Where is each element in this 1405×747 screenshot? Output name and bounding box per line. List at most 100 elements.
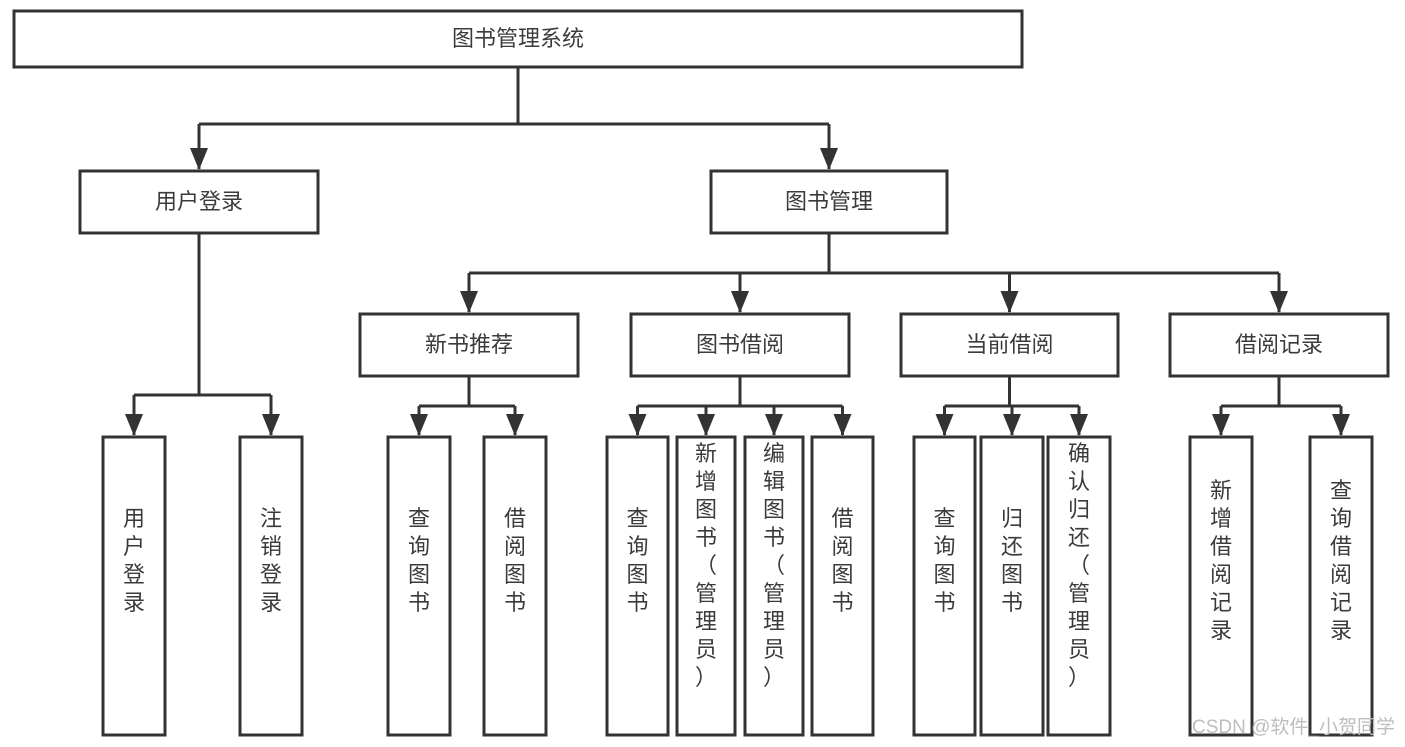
level3-box[interactable]: [629, 312, 851, 378]
leaf-label-char: 户: [123, 534, 145, 559]
leaf-node[interactable]: 用户登录: [101, 435, 167, 737]
level2-box[interactable]: [78, 169, 320, 235]
leaf-label-char: 书: [1001, 590, 1023, 615]
arrow-head-icon: [506, 414, 524, 436]
leaf-label-char: 录: [260, 590, 282, 615]
arrow-head-icon: [1332, 414, 1350, 436]
arrow-head-icon: [731, 291, 749, 313]
level2-node[interactable]: 图书管理: [709, 169, 949, 235]
leaf-label-char: 图: [626, 562, 648, 587]
leaf-label-char: （: [763, 553, 785, 578]
leaf-label-char: 确: [1068, 441, 1090, 466]
leaf-label-char: 书: [504, 590, 526, 615]
level3-node[interactable]: 图书借阅: [629, 312, 851, 378]
leaf-label-char: 用: [123, 506, 145, 531]
leaf-label-char: 借: [1330, 534, 1352, 559]
arrow-head-icon: [1003, 414, 1021, 436]
leaf-label-char: ）: [695, 665, 717, 690]
leaf-label-char: 员: [695, 637, 717, 662]
leaf-box[interactable]: [1188, 435, 1254, 737]
leaf-label-char: 销: [260, 534, 282, 559]
level3-box[interactable]: [899, 312, 1120, 378]
level2-node[interactable]: 用户登录: [78, 169, 320, 235]
arrow-head-icon: [1270, 291, 1288, 313]
level3-label: 借阅记录: [1235, 332, 1323, 357]
arrow-head-icon: [190, 148, 208, 170]
leaf-box[interactable]: [386, 435, 452, 737]
level3-node[interactable]: 当前借阅: [899, 312, 1120, 378]
leaf-label-char: 查: [1330, 478, 1352, 503]
leaf-label-char: 管: [695, 581, 717, 606]
leaf-label-char: 新: [695, 441, 717, 466]
leaf-label-char: 阅: [831, 534, 853, 559]
leaf-label-char: 图: [504, 562, 526, 587]
leaf-label-char: 书: [763, 525, 785, 550]
leaf-box[interactable]: [810, 435, 875, 737]
level2-label: 用户登录: [155, 189, 243, 214]
level3-box[interactable]: [1168, 312, 1390, 378]
leaf-label-char: 增: [1210, 506, 1232, 531]
arrow-head-icon: [820, 148, 838, 170]
leaf-label-char: 书: [831, 590, 853, 615]
leaf-label-char: ）: [763, 665, 785, 690]
csdn-watermark: CSDN @软件_小贺同学: [1192, 716, 1395, 738]
arrow-head-icon: [1212, 414, 1230, 436]
level3-node[interactable]: 借阅记录: [1168, 312, 1390, 378]
leaf-label-char: 书: [408, 590, 430, 615]
node-layer: 图书管理系统用户登录图书管理新书推荐图书借阅当前借阅借阅记录用户登录注销登录查询…: [12, 9, 1390, 737]
leaf-label-char: 理: [763, 609, 785, 634]
leaf-box[interactable]: [743, 435, 805, 737]
leaf-label-char: 图: [831, 562, 853, 587]
leaf-label-char: ）: [1068, 665, 1090, 690]
level3-label: 新书推荐: [425, 332, 513, 357]
level3-box[interactable]: [358, 312, 580, 378]
leaf-box[interactable]: [238, 435, 304, 737]
leaf-box[interactable]: [605, 435, 670, 737]
leaf-label-char: 借: [1210, 534, 1232, 559]
leaf-label-char: 管: [1068, 581, 1090, 606]
leaf-label-char: 书: [933, 590, 955, 615]
leaf-label-char: 询: [933, 534, 955, 559]
leaf-label-char: 还: [1068, 525, 1090, 550]
leaf-box[interactable]: [912, 435, 977, 737]
leaf-label-char: 认: [1068, 469, 1090, 494]
root-box[interactable]: [12, 9, 1024, 69]
leaf-box[interactable]: [979, 435, 1045, 737]
arrow-head-icon: [1070, 414, 1088, 436]
leaf-box[interactable]: [1308, 435, 1374, 737]
leaf-box[interactable]: [482, 435, 548, 737]
leaf-label-char: 员: [1068, 637, 1090, 662]
leaf-label-char: 查: [626, 506, 648, 531]
root-node[interactable]: 图书管理系统: [12, 9, 1024, 69]
level3-node[interactable]: 新书推荐: [358, 312, 580, 378]
connector-layer: [125, 67, 1350, 436]
leaf-label-char: 增: [695, 469, 717, 494]
level2-box[interactable]: [709, 169, 949, 235]
arrow-head-icon: [697, 414, 715, 436]
level3-label: 图书借阅: [696, 332, 784, 357]
leaf-label-char: 询: [1330, 506, 1352, 531]
leaf-box[interactable]: [675, 435, 737, 737]
leaf-label-char: 归: [1068, 497, 1090, 522]
leaf-label-char: 记: [1330, 590, 1352, 615]
leaf-box[interactable]: [1046, 435, 1112, 737]
leaf-label-char: 查: [408, 506, 430, 531]
leaf-label-char: 新: [1210, 478, 1232, 503]
arrow-head-icon: [765, 414, 783, 436]
leaf-box[interactable]: [101, 435, 167, 737]
leaf-label-char: 归: [1001, 506, 1023, 531]
arrow-head-icon: [628, 414, 647, 436]
leaf-label-char: 图: [1001, 562, 1023, 587]
